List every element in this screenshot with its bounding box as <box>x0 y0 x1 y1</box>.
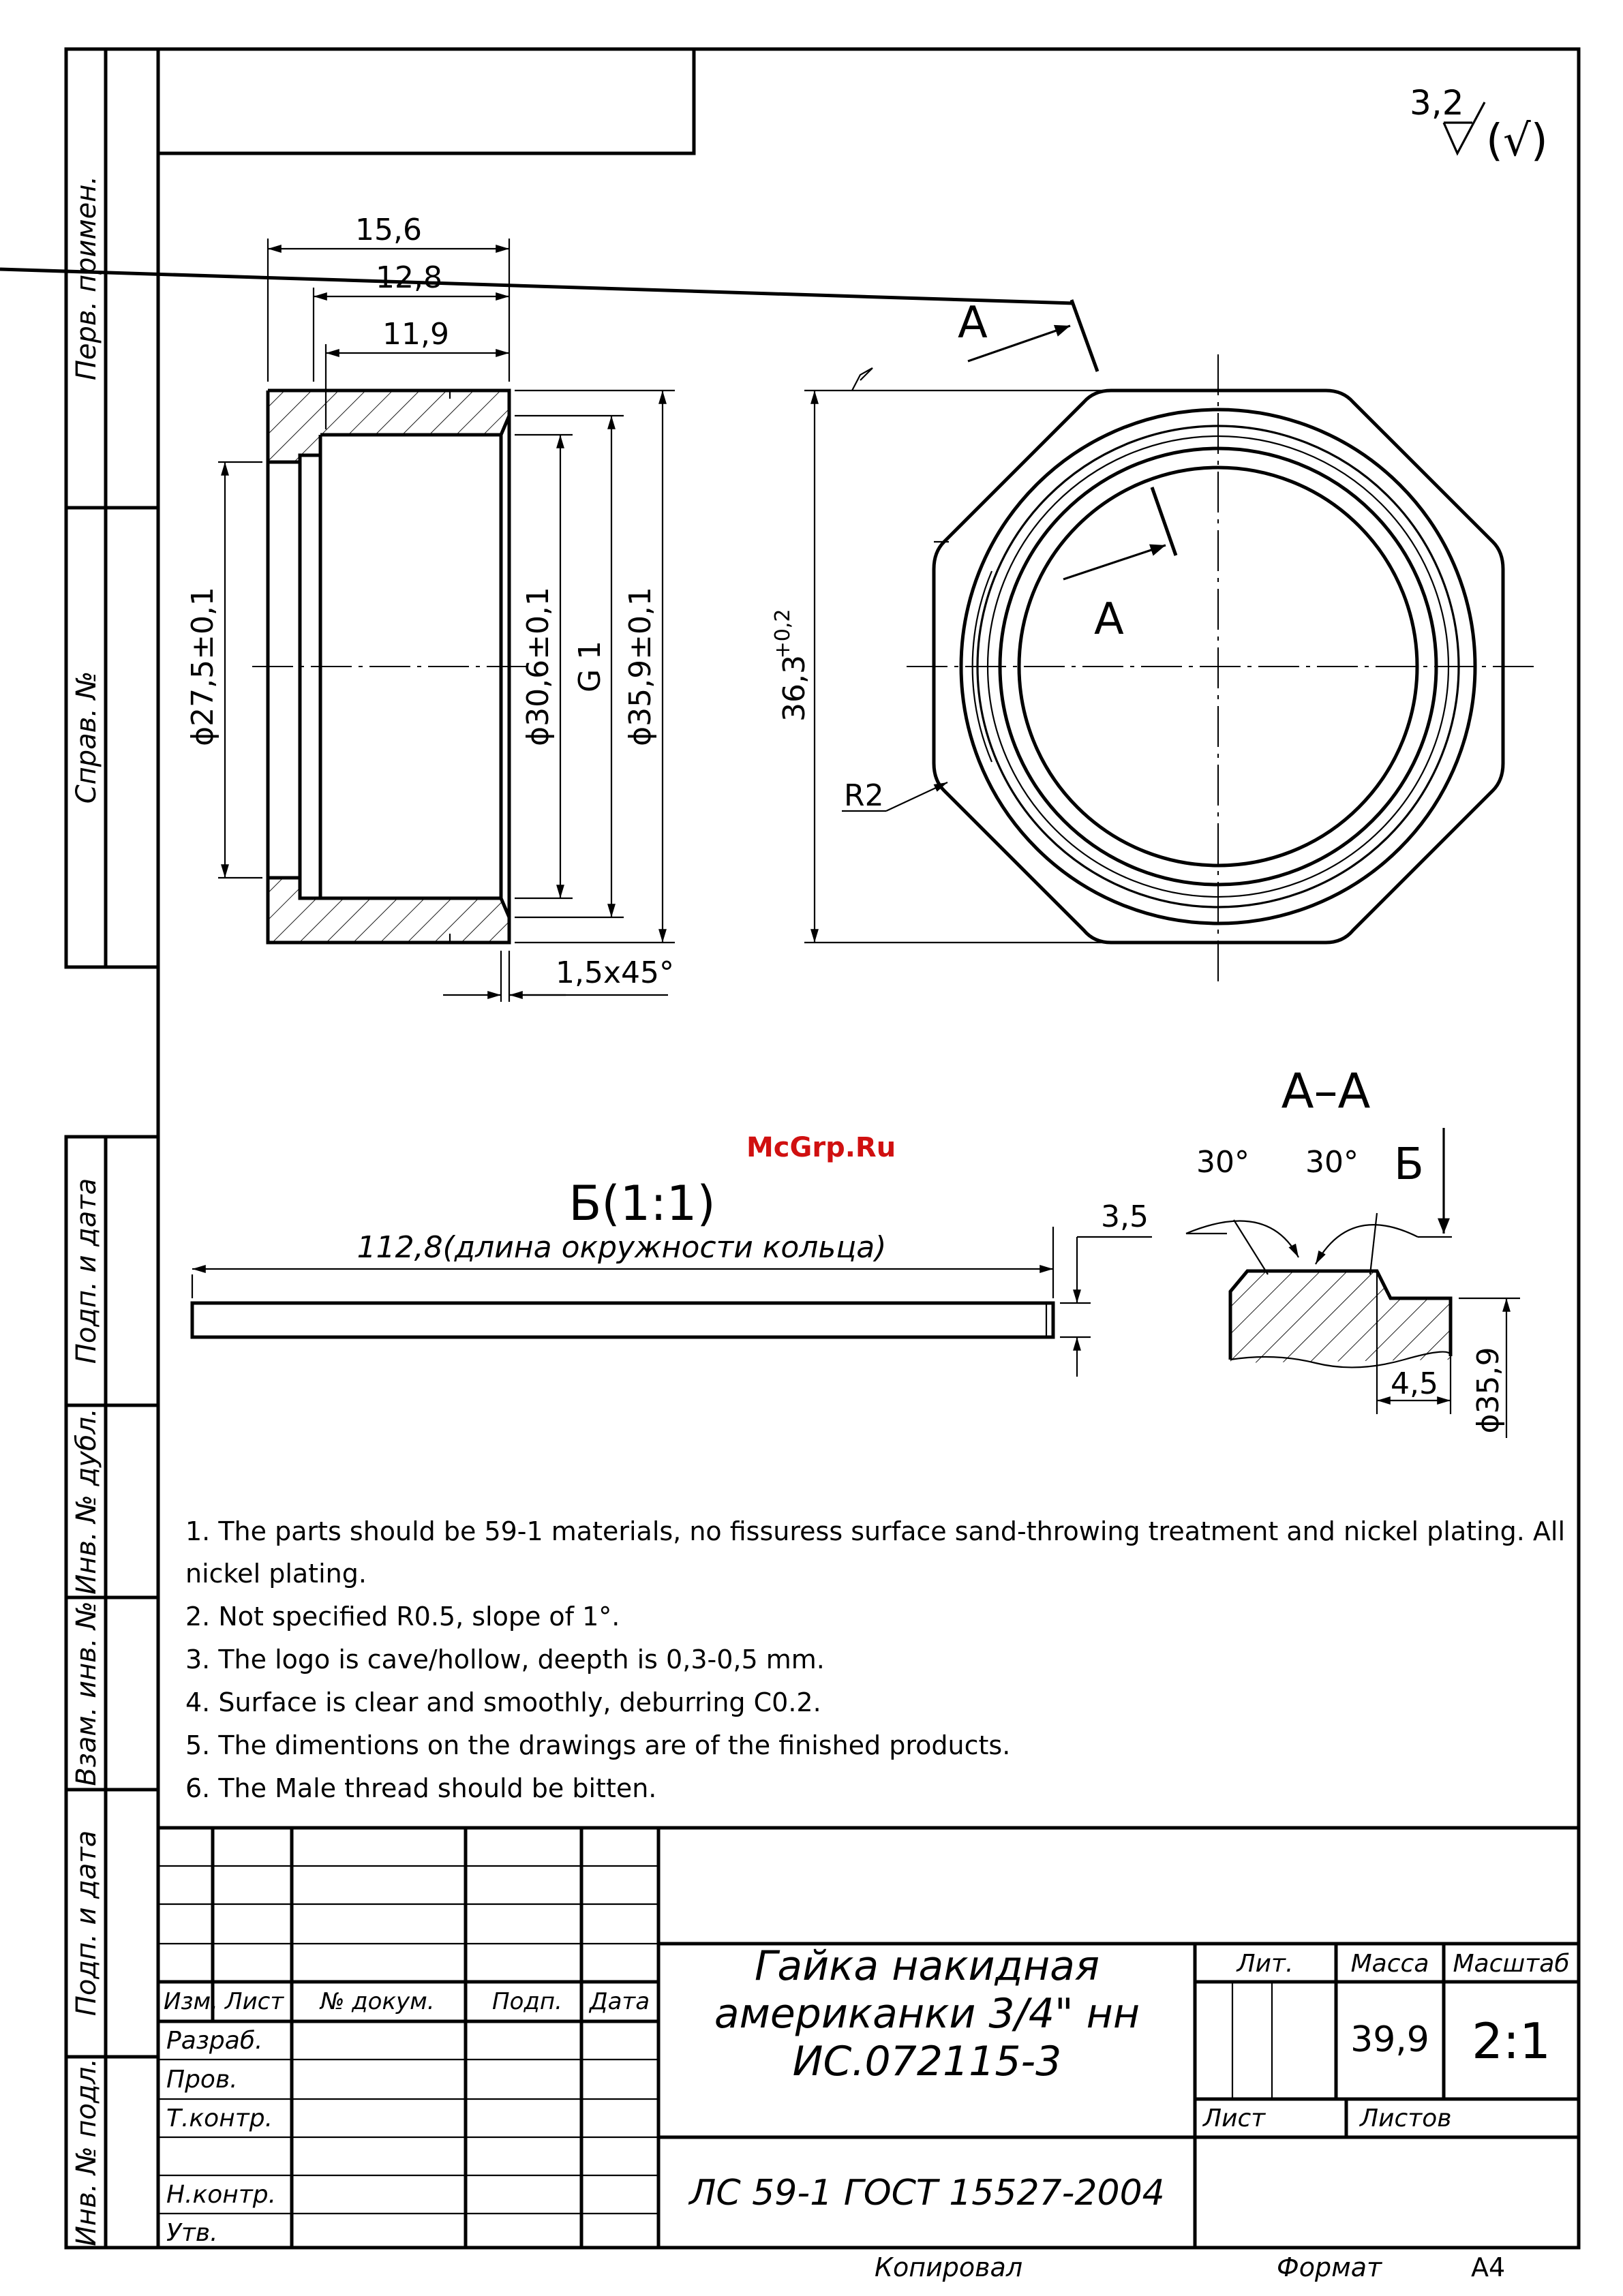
tb-product-name-1: Гайка накидная <box>755 1942 1099 1990</box>
note-line-4: 4. Surface is clear and smoothly, deburr… <box>185 1687 821 1717</box>
section-aa-arrow-label: Б <box>1394 1139 1424 1190</box>
section-aa-angle-2: 30° <box>1305 1145 1359 1180</box>
tb-format-label: Формат <box>1277 2252 1383 2282</box>
tb-product-name-2: американки 3/4" нн <box>714 1990 1140 2038</box>
title-block-grid <box>156 1826 1581 2250</box>
dim-11-9: 11,9 <box>382 317 449 352</box>
tb-row-nkontr: Н.контр. <box>166 2181 276 2209</box>
note-line-6: 6. The Male thread should be bitten. <box>185 1773 656 1803</box>
chamfer-dim <box>443 951 668 1002</box>
dim-dia-27-5: ϕ27,5±0,1 <box>185 587 220 746</box>
tb-material: ЛС 59-1 ГОСТ 15527-2004 <box>688 2173 1165 2214</box>
tb-sheet-label: Лист <box>1202 2104 1266 2132</box>
side-section-view <box>252 388 532 945</box>
view-b-strip <box>190 1227 1152 1377</box>
dim-g1-thread: G 1 <box>573 641 607 692</box>
tb-col-podp: Подп. <box>492 1988 562 2015</box>
tb-col-izm: Изм. <box>164 1988 218 2015</box>
dim-12-8: 12,8 <box>376 260 442 295</box>
side-label-sprav: Справ. № <box>71 671 102 804</box>
dim-r2: R2 <box>844 778 884 813</box>
tb-row-razrab: Разраб. <box>166 2027 262 2055</box>
section-label-a-inner: А <box>1094 594 1124 645</box>
tb-scale-value: 2:1 <box>1472 2012 1551 2070</box>
tb-col-data: Дата <box>588 1988 650 2015</box>
side-label-podp-data-2: Подп. и дата <box>71 1831 102 2016</box>
side-label-podp-data-1: Подп. и дата <box>71 1178 102 1364</box>
section-arrow-a-inner <box>1063 487 1178 581</box>
section-aa-angle-1: 30° <box>1196 1145 1249 1180</box>
r2-leader <box>842 782 948 812</box>
tb-row-tkontr: Т.контр. <box>166 2104 273 2132</box>
side-label-perv-primen: Перв. примен. <box>71 176 102 380</box>
dim-chamfer: 1,5x45° <box>556 955 674 990</box>
svg-text:3,2: 3,2 <box>1410 83 1464 123</box>
tb-col-list: Лист <box>224 1988 284 2015</box>
tb-format-value: А4 <box>1471 2252 1505 2282</box>
view-b-length: 112,8(длина окружности кольца) <box>357 1230 887 1265</box>
section-arrow-a-top <box>0 267 1099 372</box>
view-b-thickness: 3,5 <box>1101 1199 1149 1234</box>
tb-row-prov: Пров. <box>166 2066 238 2094</box>
hex-width-dim <box>804 367 1104 944</box>
tb-col-doc: № докум. <box>319 1988 435 2015</box>
section-aa-profile <box>1185 1128 1520 1438</box>
tb-mass-label: Масса <box>1351 1950 1429 1978</box>
watermark: McGrp.Ru <box>746 1132 896 1163</box>
dim-hex-tolerance: +0,2 <box>771 609 795 659</box>
roughness-symbol: 3,2 (√) <box>1410 83 1548 166</box>
dim-hex-36-3: 36,3 <box>777 655 812 722</box>
side-label-inv-dubl: Инв. № дубл. <box>71 1408 102 1595</box>
tb-lit-label: Лит. <box>1236 1950 1294 1978</box>
side-view-diameter-dims <box>218 389 675 944</box>
note-line-1-cont: nickel plating. <box>185 1559 367 1589</box>
technical-notes: 1. The parts should be 59-1 materials, n… <box>185 1516 1565 1803</box>
side-columns <box>64 47 160 2250</box>
note-line-1: 1. The parts should be 59-1 materials, n… <box>185 1516 1565 1546</box>
note-line-5: 5. The dimentions on the drawings are of… <box>185 1730 1010 1760</box>
section-aa-dim-4-5: 4,5 <box>1391 1366 1438 1401</box>
svg-text:(√): (√) <box>1486 116 1548 166</box>
tb-kopiroval: Копировал <box>875 2252 1022 2282</box>
front-hex-view <box>907 354 1534 981</box>
tb-mass-value: 39,9 <box>1350 2019 1429 2060</box>
note-line-3: 3. The logo is cave/hollow, deepth is 0,… <box>185 1644 825 1674</box>
section-aa-dim-dia: ϕ35,9 <box>1471 1347 1506 1434</box>
tb-row-utv: Утв. <box>166 2219 218 2247</box>
dim-dia-35-9: ϕ35,9±0,1 <box>623 587 658 746</box>
side-label-vzam-inv: Взам. инв. № <box>71 1601 102 1786</box>
tb-scale-label: Масштаб <box>1453 1950 1569 1978</box>
section-aa-title: А–А <box>1281 1063 1371 1119</box>
tb-sheets-label: Листов <box>1359 2104 1451 2132</box>
side-view-top-dims <box>267 239 511 429</box>
view-b-title: Б(1:1) <box>568 1176 715 1231</box>
note-line-2: 2. Not specified R0.5, slope of 1°. <box>185 1602 620 1632</box>
section-label-a-top: А <box>958 298 988 348</box>
side-label-inv-podl: Инв. № подл. <box>71 2058 102 2246</box>
dim-15-6: 15,6 <box>355 213 422 247</box>
dim-dia-30-6: ϕ30,6±0,1 <box>521 587 556 746</box>
tb-document-code: ИС.072115-3 <box>793 2038 1062 2085</box>
